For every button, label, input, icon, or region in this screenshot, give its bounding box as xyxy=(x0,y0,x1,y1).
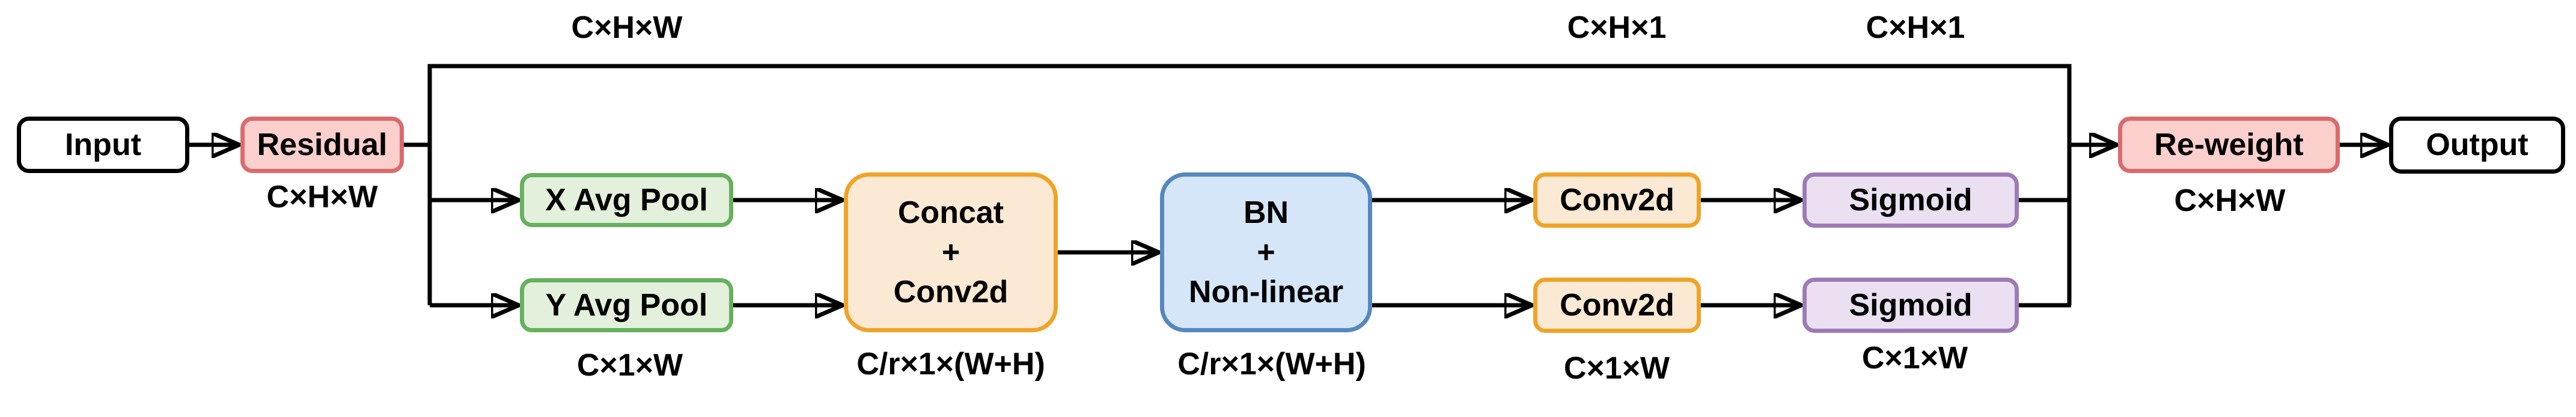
conv2d-bottom-label: Conv2d xyxy=(1560,287,1674,323)
dim-label-sigmoid-bottom-out: C×1×W xyxy=(1861,341,1968,376)
y-avg-pool-label: Y Avg Pool xyxy=(545,287,708,323)
sigmoid-bottom-node: Sigmoid xyxy=(1802,278,2019,333)
dim-label-bn-out: C/r×1×(W+H) xyxy=(1177,347,1366,382)
bn-nonlinear-line1: BN xyxy=(1243,195,1289,230)
output-node: Output xyxy=(2389,117,2565,174)
reweight-node: Re-weight xyxy=(2118,117,2340,173)
sigmoid-top-node: Sigmoid xyxy=(1802,172,2019,228)
dim-label-y-pool-out: C×1×W xyxy=(576,348,683,383)
input-node: Input xyxy=(17,117,189,173)
input-label: Input xyxy=(64,127,142,162)
sigmoid-top-label: Sigmoid xyxy=(1849,182,1973,218)
reweight-label: Re-weight xyxy=(2154,127,2304,162)
dim-label-sigmoid-top-out: C×H×1 xyxy=(1866,10,1965,45)
output-label: Output xyxy=(2426,127,2529,163)
residual-node: Residual xyxy=(240,117,404,173)
concat-conv2d-line1: Concat xyxy=(897,195,1004,230)
bn-nonlinear-node: BN + Non-linear xyxy=(1160,172,1372,332)
conv2d-bottom-node: Conv2d xyxy=(1533,278,1701,333)
bn-nonlinear-line3: Non-linear xyxy=(1188,275,1344,310)
y-avg-pool-node: Y Avg Pool xyxy=(520,278,733,332)
concat-conv2d-line2: + xyxy=(941,234,960,270)
skip-connection-line xyxy=(427,64,2072,305)
dim-label-residual-out: C×H×W xyxy=(266,180,378,215)
concat-conv2d-line3: Conv2d xyxy=(893,275,1009,310)
dim-label-reweight-out: C×H×W xyxy=(2174,183,2286,218)
bn-nonlinear-line2: + xyxy=(1257,234,1275,270)
dim-label-conv-bottom-out: C×1×W xyxy=(1563,351,1670,386)
sigmoid-bottom-label: Sigmoid xyxy=(1849,287,1973,323)
conv2d-top-label: Conv2d xyxy=(1560,182,1674,218)
x-avg-pool-label: X Avg Pool xyxy=(545,182,708,218)
dim-label-skip-top: C×H×W xyxy=(571,10,683,45)
dim-label-concat-out: C/r×1×(W+H) xyxy=(856,347,1045,382)
x-avg-pool-node: X Avg Pool xyxy=(520,173,733,227)
concat-conv2d-node: Concat + Conv2d xyxy=(844,172,1058,332)
dim-label-conv-top-out: C×H×1 xyxy=(1567,10,1667,45)
conv2d-top-node: Conv2d xyxy=(1533,172,1701,228)
residual-label: Residual xyxy=(257,127,388,162)
